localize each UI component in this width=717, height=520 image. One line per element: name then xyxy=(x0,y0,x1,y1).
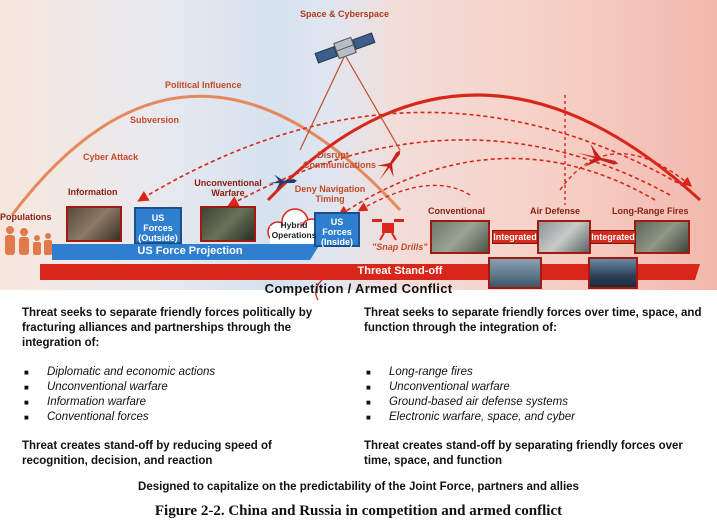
red-bomber-icon xyxy=(577,143,619,168)
list-item: ■Unconventional warfare xyxy=(366,381,510,393)
subversion-label: Subversion xyxy=(130,115,180,125)
list-item: ■Unconventional warfare xyxy=(24,381,168,393)
snap-drills-label: "Snap Drills" xyxy=(372,242,428,252)
list-item: ■Ground-based air defense systems xyxy=(366,396,568,408)
dashed-arc-1 xyxy=(137,111,691,202)
us-forces-inside-box: US Forces (Inside) xyxy=(314,212,360,247)
conventional-label: Conventional xyxy=(428,206,486,216)
us-forces-outside-box: US Forces (Outside) xyxy=(134,207,182,244)
red-jet-icon xyxy=(377,150,401,180)
figure-caption: Figure 2-2. China and Russia in competit… xyxy=(154,503,563,519)
submarine-photo xyxy=(588,257,638,289)
right-column: Threat seeks to separate friendly forces… xyxy=(364,306,709,469)
information-label: Information xyxy=(68,187,118,197)
left-list: ■Diplomatic and economic actions ■Unconv… xyxy=(22,365,322,425)
political-arc xyxy=(10,94,402,216)
conventional-photo xyxy=(430,220,490,254)
section-heading: Competition / Armed Conflict xyxy=(264,281,453,296)
designed-statement: Designed to capitalize on the predictabi… xyxy=(138,481,579,493)
drone-icon xyxy=(372,219,404,241)
us-force-projection-band xyxy=(52,244,320,260)
unconventional-warfare-label: Unconventional Warfare xyxy=(194,178,262,198)
air-defense-label: Air Defense xyxy=(530,206,581,216)
list-item: ■Electronic warfare, space, and cyber xyxy=(366,411,576,423)
deny-navigation-timing-label: Deny Navigation Timing xyxy=(294,184,366,204)
political-influence-label: Political Influence xyxy=(165,80,242,90)
populations-icon xyxy=(5,226,52,255)
warship-photo xyxy=(488,257,542,289)
disrupt-communications-label: Disrupt Communications xyxy=(303,150,377,170)
right-intro: Threat seeks to separate friendly forces… xyxy=(364,307,702,334)
satellite-icon xyxy=(314,32,376,64)
left-intro: Threat seeks to separate friendly forces… xyxy=(22,307,313,349)
right-outro: Threat creates stand-off by separating f… xyxy=(364,440,683,467)
threat-arc xyxy=(266,93,702,202)
threat-standoff-label: Threat Stand-off xyxy=(357,265,443,277)
long-range-fires-photo xyxy=(634,220,690,254)
dashed-arc-4 xyxy=(559,153,693,191)
right-list: ■Long-range fires ■Unconventional warfar… xyxy=(364,365,709,425)
integrated-tag-1: Integrated xyxy=(492,230,538,244)
dashed-arc-5 xyxy=(357,184,471,212)
left-column: Threat seeks to separate friendly forces… xyxy=(22,306,322,469)
hybrid-operations-label: Hybrid Operations xyxy=(271,220,317,240)
cyber-attack-label: Cyber Attack xyxy=(83,152,139,162)
information-photo xyxy=(66,206,122,242)
dashed-arc-3 xyxy=(337,157,656,217)
list-item: ■Long-range fires xyxy=(366,366,473,378)
blue-jet-icon xyxy=(268,174,297,191)
list-item: ■Diplomatic and economic actions xyxy=(24,366,216,378)
list-item: ■Conventional forces xyxy=(24,411,149,423)
integrated-tag-2: Integrated xyxy=(590,230,636,244)
unconventional-warfare-photo xyxy=(200,206,256,242)
space-cyberspace-label: Space & Cyberspace xyxy=(300,9,390,19)
list-item: ■Information warfare xyxy=(24,396,147,408)
air-defense-photo xyxy=(537,220,591,254)
dashed-arc-2 xyxy=(227,139,671,207)
long-range-fires-label: Long-Range Fires xyxy=(612,206,689,216)
populations-label: Populations xyxy=(0,212,52,222)
us-force-projection-label: US Force Projection xyxy=(137,245,243,257)
left-outro: Threat creates stand-off by reducing spe… xyxy=(22,440,272,467)
